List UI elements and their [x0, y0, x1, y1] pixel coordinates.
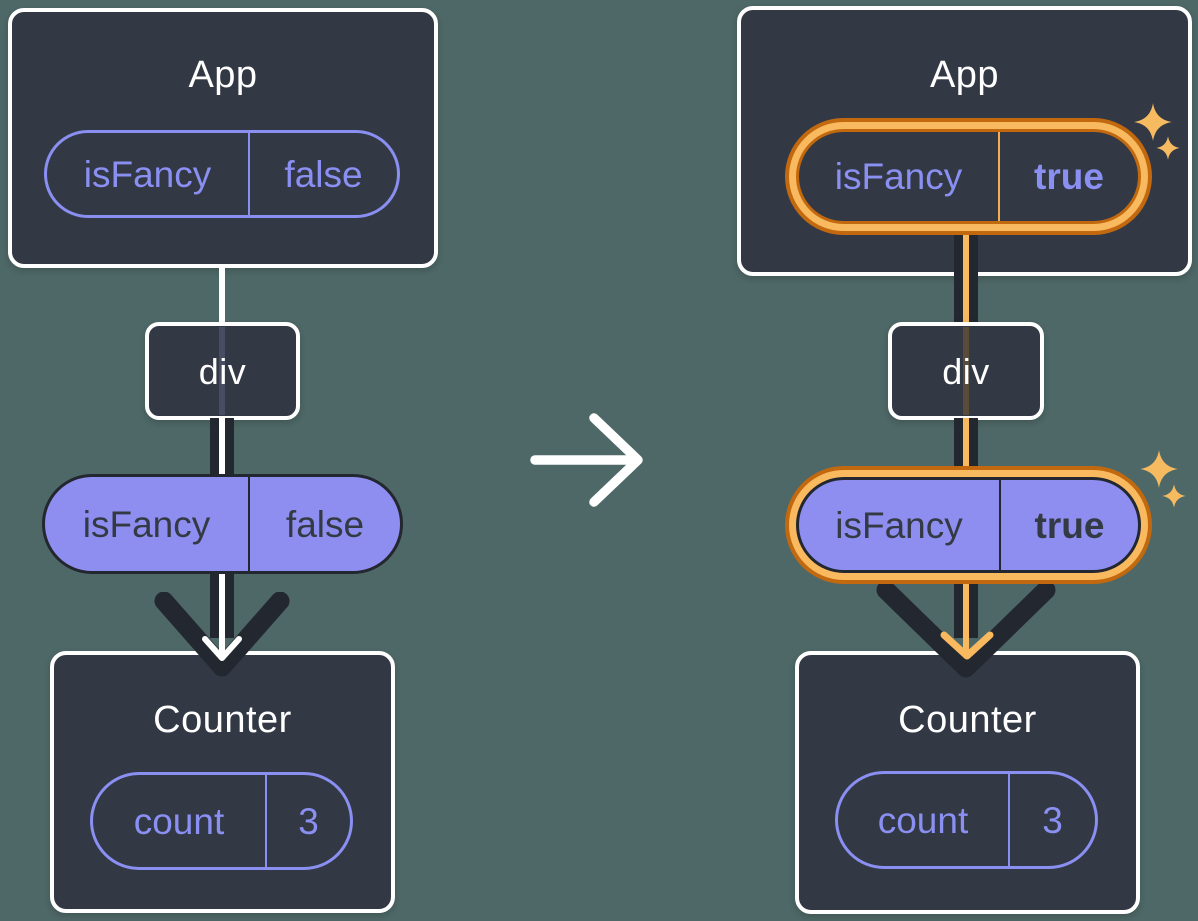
app-component-title: App [188, 54, 258, 96]
sparkle-icon [1134, 103, 1172, 141]
counter-component-title: Counter [898, 699, 1037, 741]
counter-state-pill: count 3 [90, 772, 353, 870]
right-arrow-icon [530, 413, 643, 507]
sparkle-icon [1162, 484, 1186, 508]
connector-through-div [963, 327, 969, 415]
prop-value: true [999, 480, 1138, 570]
arrowhead-down-core-icon [202, 636, 242, 661]
connector-prop-counter-core [963, 574, 969, 654]
div-tag-label: div [942, 351, 990, 392]
app-state-pill-highlighted: isFancy true [796, 129, 1141, 224]
prop-pill: isFancy false [42, 474, 403, 574]
connector-app-div-core [963, 230, 969, 324]
state-name: count [877, 799, 969, 841]
prop-name: isFancy [835, 504, 963, 546]
state-value: 3 [265, 775, 350, 867]
sparkle-icon [1140, 450, 1178, 488]
arrowhead-down-icon [876, 582, 1056, 678]
state-value: true [998, 132, 1138, 221]
state-value: false [248, 133, 397, 215]
app-state-pill: isFancy false [44, 130, 400, 218]
counter-component-title: Counter [153, 699, 292, 741]
connector-through-div [219, 327, 225, 415]
app-component-title: App [929, 54, 1000, 96]
sparkle-icon [1156, 136, 1180, 160]
counter-state-pill: count 3 [835, 771, 1098, 869]
state-name: isFancy [83, 153, 212, 195]
connector-div-prop-core [963, 418, 969, 480]
connector-div-prop-core [219, 418, 225, 478]
prop-pill-highlighted: isFancy true [796, 477, 1141, 573]
div-tag-label: div [198, 351, 247, 392]
connector-app-div [219, 264, 225, 324]
state-name: isFancy [834, 156, 963, 197]
arrowhead-down-icon [154, 592, 290, 677]
state-name: count [133, 800, 225, 842]
arrowhead-down-core-icon [940, 631, 994, 660]
prop-value: false [248, 477, 400, 571]
prop-name: isFancy [82, 503, 211, 545]
state-value: 3 [1008, 774, 1095, 866]
connector-prop-counter-core [219, 572, 225, 656]
